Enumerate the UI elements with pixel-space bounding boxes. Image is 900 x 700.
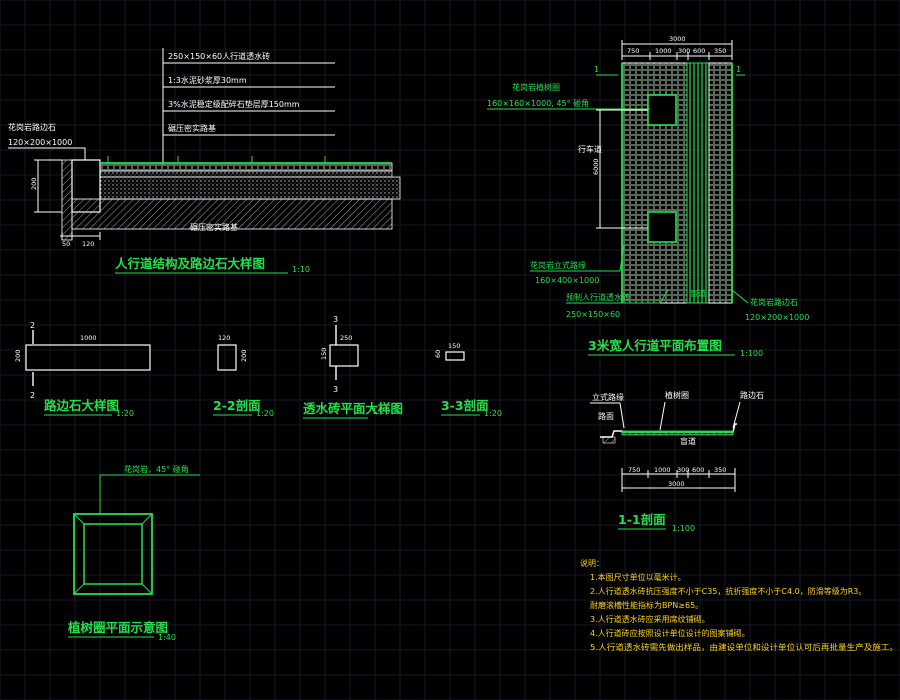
curb-detail-title: 路边石大样图 <box>44 398 119 413</box>
sec33-width: 150 <box>448 342 460 350</box>
brick-scale: 1:20 <box>372 407 390 416</box>
notes-heading: 说明： <box>580 558 604 568</box>
s11-dim-5: 350 <box>714 466 726 474</box>
s11-dim-4: 600 <box>692 466 704 474</box>
tree-pit-detail: 花岗岩，45° 碰角 植树圈平面示意图 1:40 <box>67 464 200 642</box>
tree-detail-scale: 1:40 <box>158 633 176 642</box>
plan-scale: 1:100 <box>740 349 763 358</box>
sec22-height: 200 <box>240 350 248 362</box>
plan-edge-spec: 120×200×1000 <box>745 313 809 322</box>
plan-dim-4: 600 <box>693 47 705 55</box>
sec33-height: 60 <box>434 350 442 358</box>
plan-title: 3米宽人行道平面布置图 <box>588 338 722 353</box>
plan-tree-spec: 160×160×1000, 45° 碰角 <box>487 98 589 108</box>
brick-cut-bottom: 3 <box>333 385 338 394</box>
s11-dim-2: 1000 <box>654 466 671 474</box>
curb-detail-scale: 1:20 <box>116 409 134 418</box>
plan-cut-mark-right: 1 <box>736 65 741 74</box>
plan-blind-label: 盲道 <box>690 288 706 298</box>
curb-detail: 2 1000 200 2 路边石大样图 1:20 <box>14 321 151 418</box>
plan-spacing: 6000 <box>592 158 600 175</box>
structure-section: 250×150×60人行道透水砖 1:3水泥砂浆厚30mm 3%水泥稳定级配碎石… <box>8 48 401 274</box>
layer-label-4: 碾压密实路基 <box>168 123 216 133</box>
plan-dim-1: 750 <box>627 47 639 55</box>
sec33-scale: 1:20 <box>484 409 502 418</box>
layer-label-1: 250×150×60人行道透水砖 <box>168 51 270 61</box>
s11-title: 1-1剖面 <box>618 512 666 527</box>
sec33-title: 3-3剖面 <box>441 398 489 413</box>
plan-dim-2: 1000 <box>655 47 672 55</box>
sec22-title: 2-2剖面 <box>213 398 261 413</box>
structure-scale: 1:10 <box>292 265 310 274</box>
brick-detail: 3 250 150 3 透水砖平面大样图 1:20 <box>303 315 403 419</box>
note-1: 1.本图尺寸单位以毫米计。 <box>590 572 686 582</box>
s11-dim-3: 300 <box>677 466 689 474</box>
section-3-3: 150 60 3-3剖面 1:20 <box>434 342 502 418</box>
s11-tree-label: 植树圈 <box>665 390 689 400</box>
plan-layout: 3000 750 1000 300 600 350 1 1 花岗岩植树圈 160… <box>487 35 809 358</box>
brick-cut-top: 3 <box>333 315 338 324</box>
plan-brick-label: 预制人行道透水砖 <box>566 292 630 302</box>
layer-label-2: 1:3水泥砂浆厚30mm <box>168 75 247 85</box>
plan-brick-spec: 250×150×60 <box>566 310 620 319</box>
curb-cut-bottom: 2 <box>30 391 35 400</box>
plan-dim-5: 350 <box>714 47 726 55</box>
s11-dim-1: 750 <box>628 466 640 474</box>
plan-kerb-label: 花岗岩立式路缘 <box>530 260 586 270</box>
section-1-1: 立式路缘 路面 植树圈 路边石 盲道 750 1000 300 600 350 … <box>590 390 764 533</box>
dim-a: 50 <box>62 240 70 248</box>
s11-kerb-label: 立式路缘 <box>592 392 624 402</box>
note-2-cont: 耐磨滚槽性能指标为BPN≥65。 <box>590 600 703 610</box>
brick-width: 250 <box>340 334 352 342</box>
s11-road-label: 路面 <box>598 411 614 421</box>
plan-road-label: 行车道 <box>578 144 602 154</box>
subgrade-label: 碾压密实路基 <box>190 222 238 232</box>
sec22-scale: 1:20 <box>256 409 274 418</box>
plan-tree-label: 花岗岩植树圈 <box>512 82 560 92</box>
dim-curb-height: 200 <box>30 178 38 190</box>
curb-detail-length: 1000 <box>80 334 97 342</box>
curb-cut-top: 2 <box>30 321 35 330</box>
s11-dim-total: 3000 <box>668 480 685 488</box>
plan-kerb-spec: 160×400×1000 <box>535 276 599 285</box>
brick-height: 150 <box>320 348 328 360</box>
curb-detail-height: 200 <box>14 350 22 362</box>
note-5: 5.人行道透水砖需先做出样品，由建设单位和设计单位认可后再批量生产及施工。 <box>590 642 898 652</box>
s11-edge-label: 路边石 <box>740 390 764 400</box>
brick-title: 透水砖平面大样图 <box>303 401 403 416</box>
plan-edge-label: 花岗岩路边石 <box>750 297 798 307</box>
tree-detail-title: 植树圈平面示意图 <box>67 620 168 635</box>
plan-cut-mark-left: 1 <box>594 65 599 74</box>
layer-label-3: 3%水泥稳定级配碎石垫层厚150mm <box>168 99 300 109</box>
structure-title: 人行道结构及路边石大样图 <box>115 256 265 271</box>
plan-dim-3: 300 <box>678 47 690 55</box>
notes-block: 说明： 1.本图尺寸单位以毫米计。 2.人行道透水砖抗压强度不小于C35，抗折强… <box>580 558 898 652</box>
note-2: 2.人行道透水砖抗压强度不小于C35，抗折强度不小于C4.0，防滑等级为R3。 <box>590 586 866 596</box>
section-2-2: 120 200 2-2剖面 1:20 <box>213 334 274 418</box>
plan-dim-total: 3000 <box>669 35 686 43</box>
note-3: 3.人行道透水砖应采用席纹铺砌。 <box>590 614 710 624</box>
note-4: 4.人行道砖应按照设计单位设计的图案铺砌。 <box>590 628 750 638</box>
tree-detail-label: 花岗岩，45° 碰角 <box>124 464 189 474</box>
sec22-width: 120 <box>218 334 230 342</box>
s11-blind-label: 盲道 <box>680 436 696 446</box>
curb-label: 花岗岩路边石 <box>8 122 56 132</box>
dim-b: 120 <box>82 240 94 248</box>
s11-scale: 1:100 <box>672 524 695 533</box>
curb-spec: 120×200×1000 <box>8 138 72 147</box>
